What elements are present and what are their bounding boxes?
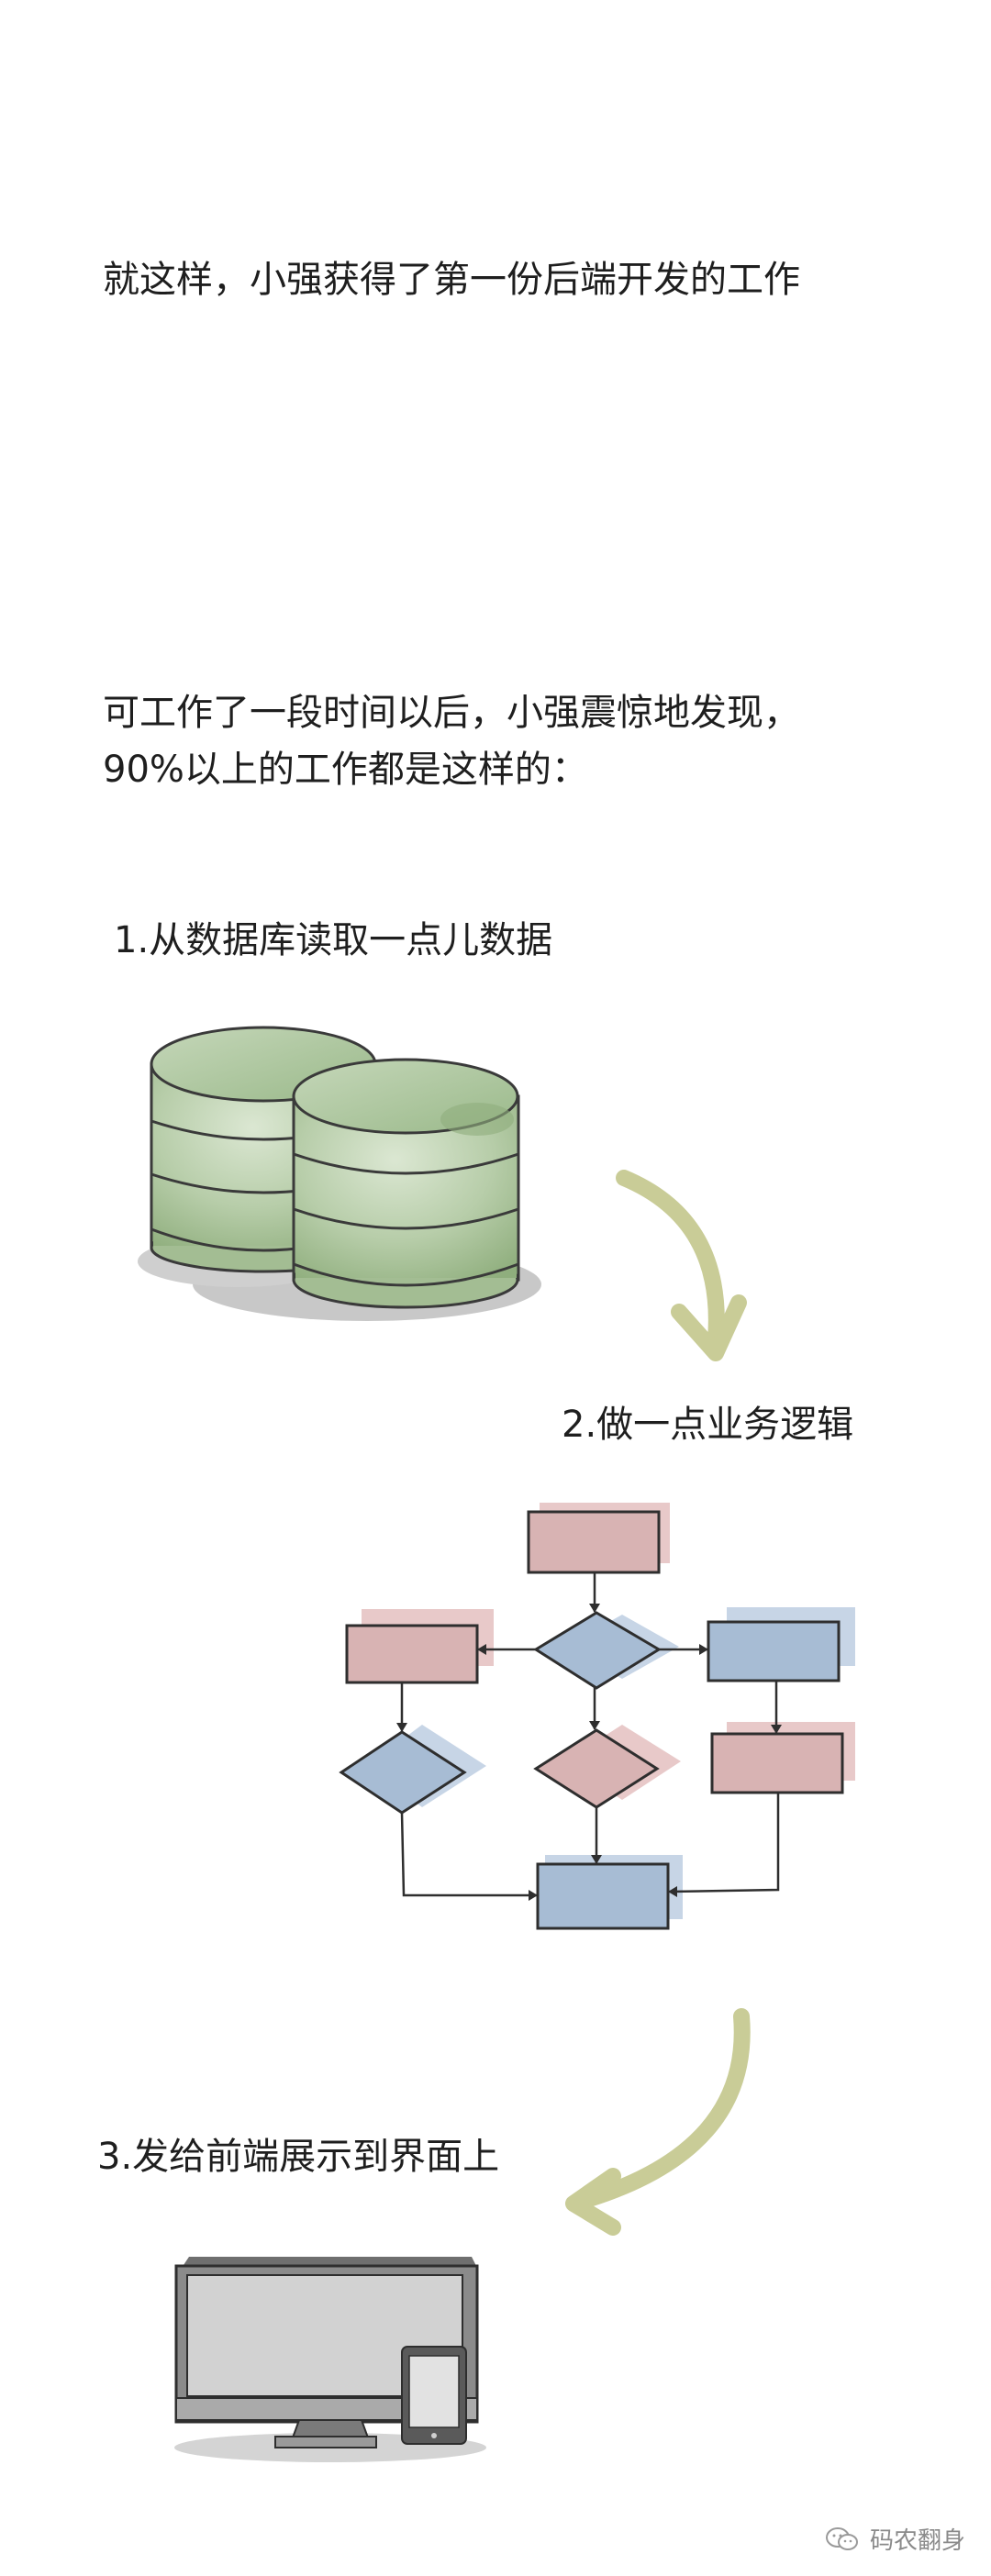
watermark: 码农翻身	[824, 2522, 965, 2556]
arrow-down-left-icon	[565, 2008, 751, 2236]
watermark-text: 码农翻身	[869, 2527, 965, 2555]
step2-label: 2.做一点业务逻辑	[562, 1404, 854, 1446]
wechat-icon	[825, 2526, 858, 2550]
arrow-down-icon	[616, 1170, 747, 1361]
flowchart-icon	[339, 1503, 855, 1930]
intro-text: 就这样，小强获得了第一份后端开发的工作	[103, 259, 800, 301]
discovery-text-line2: 90%以上的工作都是这样的：	[103, 749, 588, 791]
discovery-text-line1: 可工作了一段时间以后，小强震惊地发现，	[103, 692, 800, 734]
step1-label: 1.从数据库读取一点儿数据	[114, 919, 553, 961]
tablet-icon	[401, 2346, 467, 2445]
step3-label: 3.发给前端展示到界面上	[97, 2136, 500, 2178]
database-icon	[138, 1026, 541, 1321]
